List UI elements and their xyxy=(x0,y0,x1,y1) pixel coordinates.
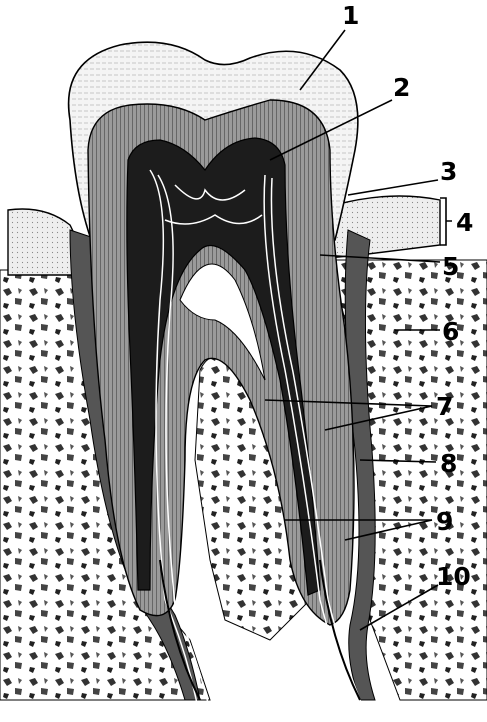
label-2: 2 xyxy=(393,73,410,102)
label-7: 7 xyxy=(436,392,453,421)
gingiva-right xyxy=(328,196,440,258)
label-4: 4 xyxy=(456,208,473,237)
label-6: 6 xyxy=(442,317,459,346)
label-10: 10 xyxy=(436,562,471,591)
label-5: 5 xyxy=(442,252,459,281)
label-8: 8 xyxy=(440,449,457,478)
label-1: 1 xyxy=(342,1,359,30)
label-3: 3 xyxy=(440,157,457,186)
leader-4-bracket xyxy=(440,198,452,245)
label-9: 9 xyxy=(436,507,453,536)
leader-3 xyxy=(348,180,438,195)
